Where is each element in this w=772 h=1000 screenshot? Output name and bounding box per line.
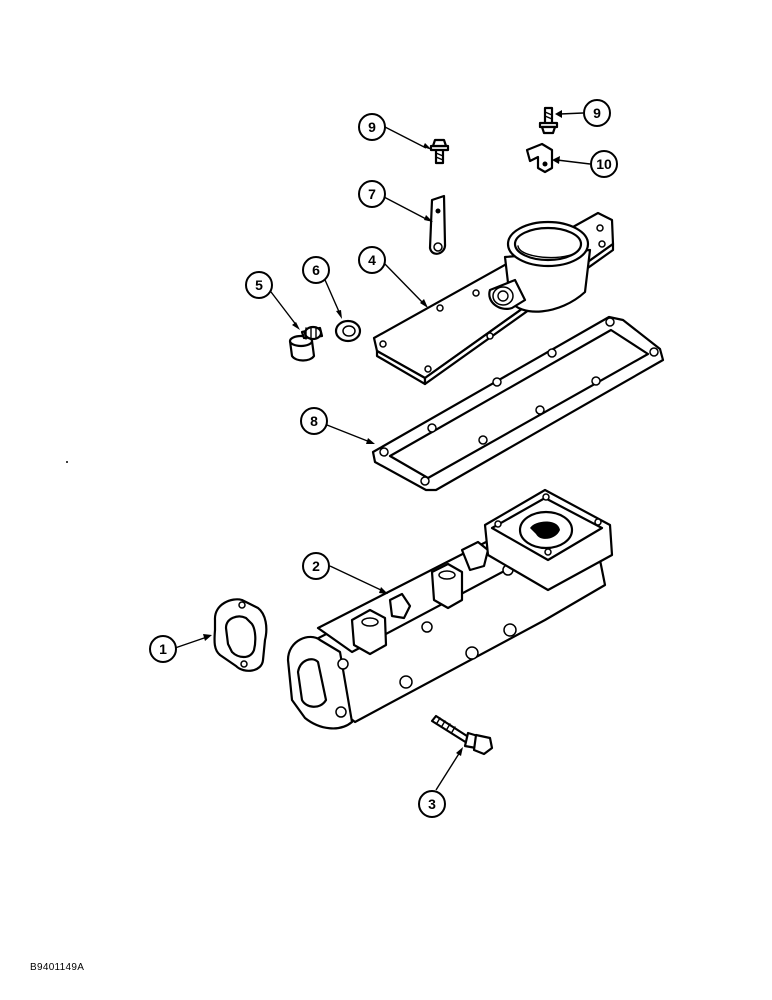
part-10-bracket (525, 142, 554, 174)
callout-6-label: 6 (312, 262, 320, 278)
part-5-plug (288, 325, 324, 362)
callout-9b-label: 9 (593, 105, 601, 121)
part-2-exhaust-manifold (286, 488, 614, 730)
callout-2-label: 2 (312, 558, 320, 574)
callout-9b: 9 (583, 99, 611, 127)
callout-9a: 9 (358, 113, 386, 141)
callout-3: 3 (418, 790, 446, 818)
callout-1-label: 1 (159, 641, 167, 657)
callout-6: 6 (302, 256, 330, 284)
callout-3-label: 3 (428, 796, 436, 812)
callout-5-label: 5 (255, 277, 263, 293)
callout-2: 2 (302, 552, 330, 580)
part-7-strap (428, 194, 447, 255)
part-8-gasket (371, 315, 665, 492)
callout-8-label: 8 (310, 413, 318, 429)
callout-5: 5 (245, 271, 273, 299)
part-4-cover-plate (372, 211, 615, 386)
callout-10-label: 10 (596, 156, 612, 172)
callout-4-label: 4 (368, 252, 376, 268)
part-9-bolt-right (538, 106, 559, 135)
callout-4: 4 (358, 246, 386, 274)
callout-7: 7 (358, 180, 386, 208)
leader-lines (174, 110, 591, 791)
part-1-port-gasket (213, 598, 268, 672)
callout-7-label: 7 (368, 186, 376, 202)
part-3-bolt (430, 714, 494, 756)
callout-9a-label: 9 (368, 119, 376, 135)
callout-1: 1 (149, 635, 177, 663)
part-6-washer (334, 319, 362, 343)
callout-10: 10 (590, 150, 618, 178)
speck (66, 461, 68, 463)
figure-id: B9401149A (30, 962, 85, 973)
part-9-bolt-left (429, 138, 450, 165)
callout-8: 8 (300, 407, 328, 435)
